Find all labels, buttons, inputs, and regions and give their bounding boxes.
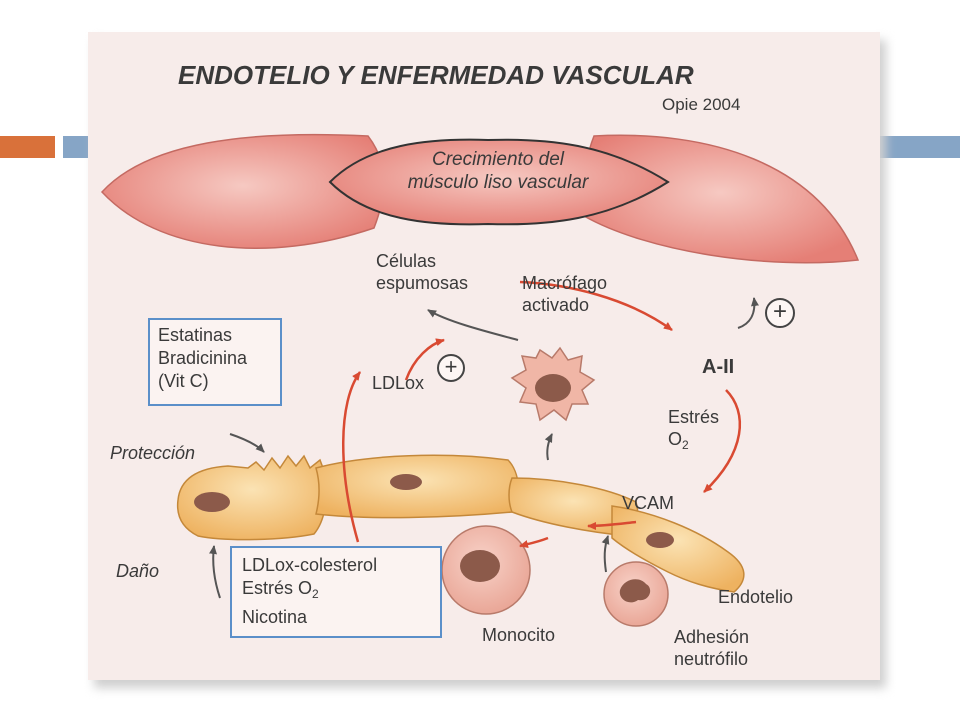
angiotensin-label: A-II xyxy=(702,356,735,378)
pathway-arrows-red xyxy=(342,280,742,548)
diagram-drawing xyxy=(100,133,860,627)
macrophage-cell xyxy=(510,346,596,422)
accent-bar-blue-left xyxy=(63,136,89,158)
protection-item-statins: Estatinas xyxy=(158,325,233,345)
ldlox-label: LDLox xyxy=(372,373,425,393)
accent-bar-orange xyxy=(0,136,55,158)
damage-item-nicotine: Nicotina xyxy=(242,607,308,627)
accent-bar-blue-right xyxy=(880,136,960,158)
plus-sign-lower: + xyxy=(444,354,458,379)
protection-item-vitamin-c: (Vit C) xyxy=(158,371,209,391)
plus-sign-upper: + xyxy=(772,298,787,325)
pathway-arrows-dark xyxy=(209,297,759,599)
monocyte-label: Monocito xyxy=(482,625,556,645)
protection-item-bradykinin: Bradicinina xyxy=(158,348,248,368)
smooth-muscle xyxy=(100,133,860,264)
plus-circles xyxy=(437,298,795,382)
damage-item-ldlox-cholesterol: LDLox-colesterol xyxy=(242,555,378,575)
protection-box: Estatinas Bradicinina (Vit C) xyxy=(148,318,282,406)
vcam-label: VCAM xyxy=(622,493,675,513)
protection-label: Protección xyxy=(110,443,196,463)
endothelium-cells xyxy=(176,454,745,593)
diagram-figure: ENDOTELIO Y ENFERMEDAD VASCULAR Opie 200… xyxy=(88,32,880,680)
damage-box: LDLox-colesterol Estrés O2 Nicotina xyxy=(230,546,442,638)
monocyte-cell xyxy=(441,525,531,615)
endothelium-label: Endotelio xyxy=(718,587,794,607)
diagram-title: ENDOTELIO Y ENFERMEDAD VASCULAR xyxy=(178,60,694,90)
neutrophil-cell xyxy=(603,561,669,627)
source-citation: Opie 2004 xyxy=(662,95,741,114)
damage-label: Daño xyxy=(116,561,160,581)
damage-item-oxidative-stress: Estrés O2 xyxy=(242,578,319,601)
